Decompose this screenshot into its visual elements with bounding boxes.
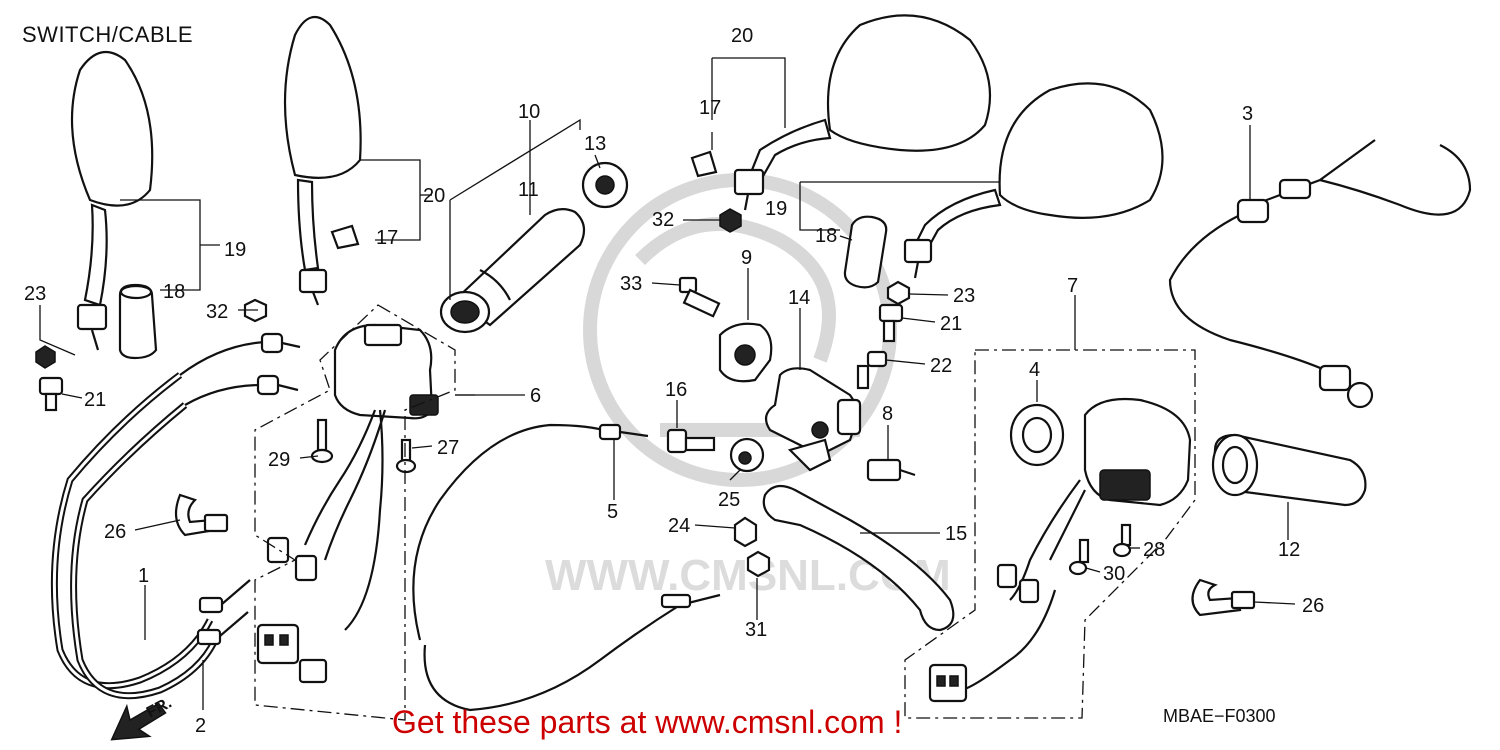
callout-8: 8 (882, 403, 893, 425)
bolt-21-right (878, 303, 904, 343)
callout-26-left: 26 (104, 521, 126, 543)
nut-32-right (719, 208, 742, 233)
screw-28 (1112, 523, 1132, 558)
callout-13: 13 (584, 133, 606, 155)
callout-9: 9 (741, 247, 752, 269)
switch-8 (866, 458, 916, 482)
callout-18-left: 18 (163, 281, 185, 303)
callout-10: 10 (518, 101, 540, 123)
left-mirror-rear (283, 15, 362, 306)
callout-31: 31 (745, 619, 767, 641)
callout-33: 33 (620, 273, 642, 295)
callout-15: 15 (945, 523, 967, 545)
rubber-boot-18-left (118, 283, 158, 360)
throttle-cable-1 (50, 332, 301, 700)
callout-1: 1 (138, 565, 149, 587)
nut-23-left (35, 345, 56, 369)
nut-31 (746, 550, 771, 578)
rubber-boot-18-right (843, 215, 888, 289)
page-title: SWITCH/CABLE (22, 22, 194, 47)
right-handlebar-switch-7 (928, 397, 1192, 703)
left-handlebar-switch-6 (256, 323, 439, 684)
callout-19-right: 19 (765, 198, 787, 220)
adjuster-nut-25 (729, 437, 765, 473)
throttle-cable-3 (1168, 139, 1472, 409)
screw-29 (310, 418, 334, 464)
adjuster-16 (666, 428, 716, 454)
callout-32-left: 32 (206, 301, 228, 323)
callout-17-right: 17 (699, 97, 721, 119)
cable-clamp-26-left (174, 493, 229, 537)
callout-7: 7 (1067, 275, 1078, 297)
clutch-cable-5 (412, 423, 721, 712)
callout-6: 6 (530, 385, 541, 407)
callout-28: 28 (1143, 539, 1165, 561)
bolt-21-left (38, 376, 64, 412)
callout-19-left: 19 (224, 239, 246, 261)
callout-16: 16 (665, 379, 687, 401)
screw-27 (395, 438, 417, 474)
callout-18-right: 18 (815, 225, 837, 247)
callout-20-right: 20 (731, 25, 753, 47)
cap-17-right (690, 150, 718, 178)
callout-2: 2 (195, 715, 206, 737)
weight-13 (581, 161, 629, 209)
right-mirror-rear (903, 82, 1164, 279)
callout-26-right: 26 (1302, 595, 1324, 617)
cable-clamp-26-right (1191, 578, 1256, 617)
holder-9 (718, 322, 773, 383)
screw-30 (1068, 538, 1090, 576)
callout-21-right: 21 (940, 313, 962, 335)
callout-3: 3 (1242, 103, 1253, 125)
callout-29: 29 (268, 449, 290, 471)
nut-23-right (886, 280, 911, 306)
callout-12: 12 (1278, 539, 1300, 561)
nut-24 (733, 516, 758, 548)
ring-4 (1009, 403, 1065, 467)
callout-24: 24 (668, 515, 690, 537)
lever-bracket-14 (764, 367, 862, 472)
callout-14: 14 (788, 287, 810, 309)
promo-link-text[interactable]: Get these parts at www.cmsnl.com ! (392, 704, 903, 740)
pivot-bolt-22 (856, 350, 888, 390)
bolt-33 (678, 276, 721, 318)
callout-11: 11 (518, 179, 539, 201)
front-direction-arrow: FR. (110, 694, 175, 741)
throttle-grip-12 (1211, 433, 1367, 507)
leader-lines (39, 57, 1296, 710)
cap-17-left (330, 224, 360, 250)
right-mirror-front (733, 14, 992, 211)
callout-17-left: 17 (376, 227, 398, 249)
clutch-lever-15 (762, 484, 955, 632)
callout-22: 22 (930, 355, 952, 377)
callout-30: 30 (1103, 563, 1125, 585)
group-outline-left-switch (254, 304, 456, 721)
callout-labels: 1 2 3 4 5 6 7 8 9 10 11 12 13 14 15 16 1… (24, 25, 1324, 737)
callout-4: 4 (1029, 359, 1040, 381)
callout-20-left: 20 (423, 185, 445, 207)
left-mirror-front (70, 50, 154, 351)
callout-32-right: 32 (652, 209, 674, 231)
callout-5: 5 (607, 501, 618, 523)
diagram-code: MBAE−F0300 (1163, 706, 1276, 726)
handle-grip-11 (439, 208, 586, 334)
callout-25: 25 (718, 489, 740, 511)
callout-23-right: 23 (953, 285, 975, 307)
callout-23-left: 23 (24, 283, 46, 305)
callout-21-left: 21 (84, 389, 106, 411)
callout-27: 27 (437, 437, 459, 459)
